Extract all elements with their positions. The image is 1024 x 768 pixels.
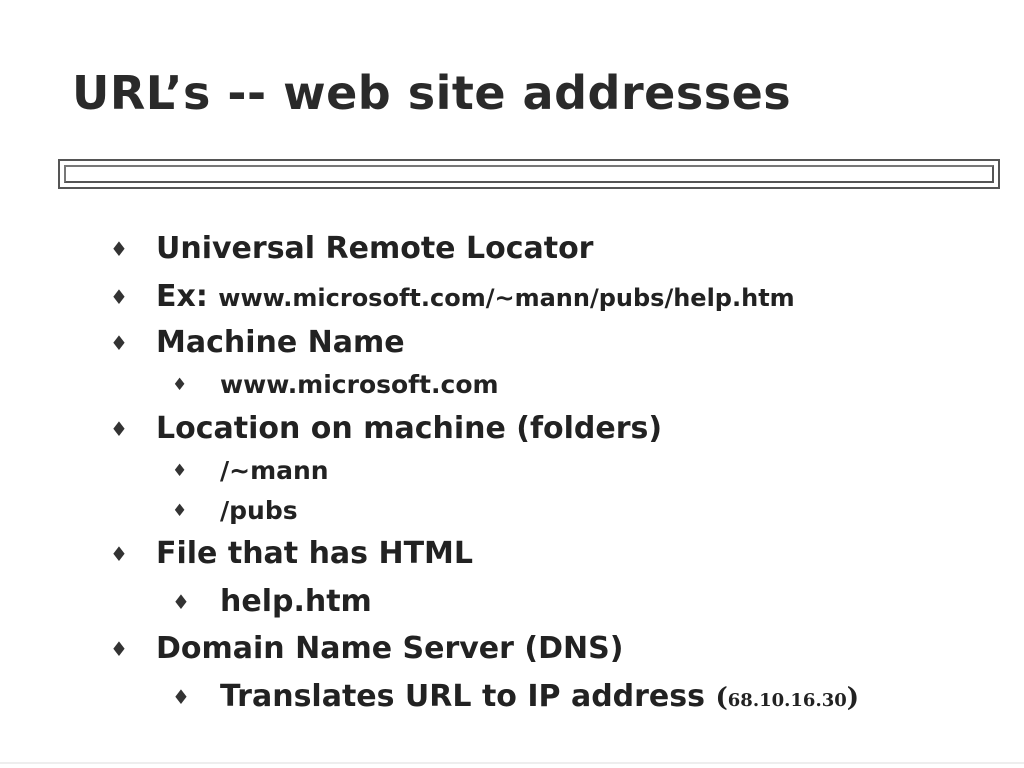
title-divider: [58, 159, 1000, 189]
bullet-text: Machine Name: [156, 325, 405, 360]
bullet-text: Location on machine (folders): [156, 411, 663, 446]
title-divider-inner: [64, 165, 994, 183]
diamond-bullet-icon: ♦: [110, 237, 128, 261]
open-paren: (: [715, 683, 728, 713]
sub-bullet-text: help.htm: [220, 584, 372, 619]
bullet-label: Ex:: [156, 279, 208, 314]
bullet-item: ♦ Location on machine (folders): [110, 411, 663, 446]
sub-bullet-text: /pubs: [220, 496, 298, 525]
sub-bullet-item: ♦ /~mann: [172, 456, 329, 486]
diamond-bullet-icon: ♦: [110, 331, 128, 355]
sub-bullet-item: ♦ help.htm: [172, 584, 372, 619]
sub-bullet-item: ♦ www.microsoft.com: [172, 370, 499, 400]
bullet-item: ♦ Ex: www.microsoft.com/~mann/pubs/help.…: [110, 279, 795, 315]
diamond-bullet-icon: ♦: [172, 461, 188, 481]
bullet-item: ♦ Domain Name Server (DNS): [110, 631, 624, 666]
diamond-bullet-icon: ♦: [172, 501, 188, 521]
slide-title: URL’s -- web site addresses: [72, 66, 792, 120]
ip-address: 68.10.16.30: [727, 690, 847, 711]
bullet-item: ♦ File that has HTML: [110, 536, 474, 571]
diamond-bullet-icon: ♦: [110, 417, 128, 441]
close-paren: ): [846, 683, 860, 713]
diamond-bullet-icon: ♦: [172, 375, 188, 395]
sub-bullet-text: www.microsoft.com: [220, 370, 499, 399]
bullet-text: Universal Remote Locator: [156, 231, 594, 266]
diamond-bullet-icon: ♦: [172, 685, 190, 709]
sub-bullet-item: ♦ /pubs: [172, 496, 298, 526]
diamond-bullet-icon: ♦: [110, 285, 128, 309]
diamond-bullet-icon: ♦: [110, 542, 128, 566]
diamond-bullet-icon: ♦: [110, 637, 128, 661]
slide-bottom-edge: [0, 762, 1024, 764]
bullet-item: ♦ Universal Remote Locator: [110, 231, 594, 266]
bullet-item: ♦ Machine Name: [110, 325, 405, 360]
diamond-bullet-icon: ♦: [172, 590, 190, 614]
sub-bullet-item: ♦ Translates URL to IP address (68.10.16…: [172, 679, 860, 718]
example-url: www.microsoft.com/~mann/pubs/help.htm: [218, 284, 795, 312]
bullet-text: File that has HTML: [156, 536, 474, 571]
bullet-text: Domain Name Server (DNS): [156, 631, 624, 666]
sub-bullet-text: /~mann: [220, 456, 329, 485]
sub-bullet-text: Translates URL to IP address: [220, 679, 705, 714]
